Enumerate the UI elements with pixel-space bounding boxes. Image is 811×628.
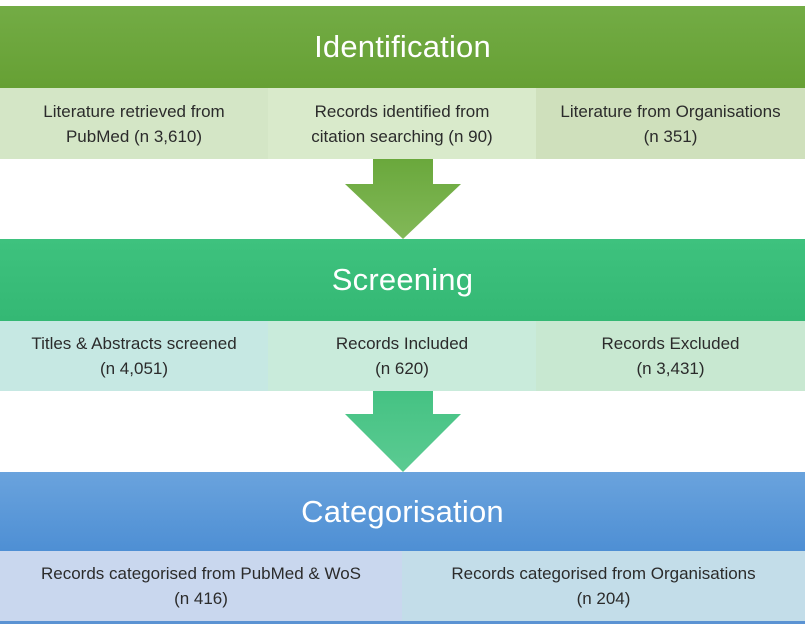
categorisation-cell-organisations: Records categorised from Organisations (… bbox=[402, 551, 805, 621]
cell-text-line2: (n 351) bbox=[643, 126, 698, 146]
screening-header: Screening bbox=[0, 239, 805, 321]
screening-title: Screening bbox=[331, 262, 474, 297]
categorisation-header: Categorisation bbox=[0, 472, 805, 551]
cell-text-line1: Literature from Organisations bbox=[560, 101, 781, 121]
cell-text-line1: Records categorised from PubMed & WoS bbox=[41, 564, 361, 583]
cell-text-line2: (n 620) bbox=[375, 359, 429, 378]
cell-text-line2: (n 204) bbox=[576, 589, 631, 608]
identification-cell-organisations: Literature from Organisations (n 351) bbox=[536, 88, 805, 159]
cell-text-line1: Records Excluded bbox=[601, 334, 740, 353]
categorisation-row: Records categorised from PubMed & WoS (n… bbox=[0, 551, 805, 621]
cell-text-line2: (n 4,051) bbox=[99, 359, 169, 378]
cell-text-line2: (n 3,431) bbox=[636, 359, 705, 378]
identification-cell-citation: Records identified from citation searchi… bbox=[268, 88, 536, 159]
cell-text-line1: Titles & Abstracts screened bbox=[31, 334, 237, 353]
identification-row: Literature retrieved from PubMed (n 3,61… bbox=[0, 88, 805, 159]
identification-cell-pubmed: Literature retrieved from PubMed (n 3,61… bbox=[0, 88, 268, 159]
cell-text-line2: citation searching (n 90) bbox=[311, 126, 493, 146]
cell-text-line2: (n 416) bbox=[174, 589, 228, 608]
screening-cell-excluded: Records Excluded (n 3,431) bbox=[536, 321, 805, 391]
screening-cell-included: Records Included (n 620) bbox=[268, 321, 536, 391]
categorisation-title: Categorisation bbox=[301, 493, 504, 529]
down-arrow-icon bbox=[345, 391, 461, 472]
cell-text-line1: Records categorised from Organisations bbox=[451, 564, 756, 583]
down-arrow-icon bbox=[345, 159, 461, 239]
cell-text-line2: PubMed (n 3,610) bbox=[65, 126, 203, 146]
screening-row: Titles & Abstracts screened (n 4,051) Re… bbox=[0, 321, 805, 391]
cell-text-line1: Records identified from bbox=[314, 101, 490, 121]
identification-header: Identification bbox=[0, 6, 805, 88]
screening-cell-screened: Titles & Abstracts screened (n 4,051) bbox=[0, 321, 268, 391]
cell-text-line1: Records Included bbox=[335, 334, 469, 353]
identification-title: Identification bbox=[314, 29, 491, 64]
cell-text-line1: Literature retrieved from bbox=[43, 101, 225, 121]
categorisation-cell-pubmed-wos: Records categorised from PubMed & WoS (n… bbox=[0, 551, 402, 621]
bottom-divider bbox=[0, 621, 805, 624]
